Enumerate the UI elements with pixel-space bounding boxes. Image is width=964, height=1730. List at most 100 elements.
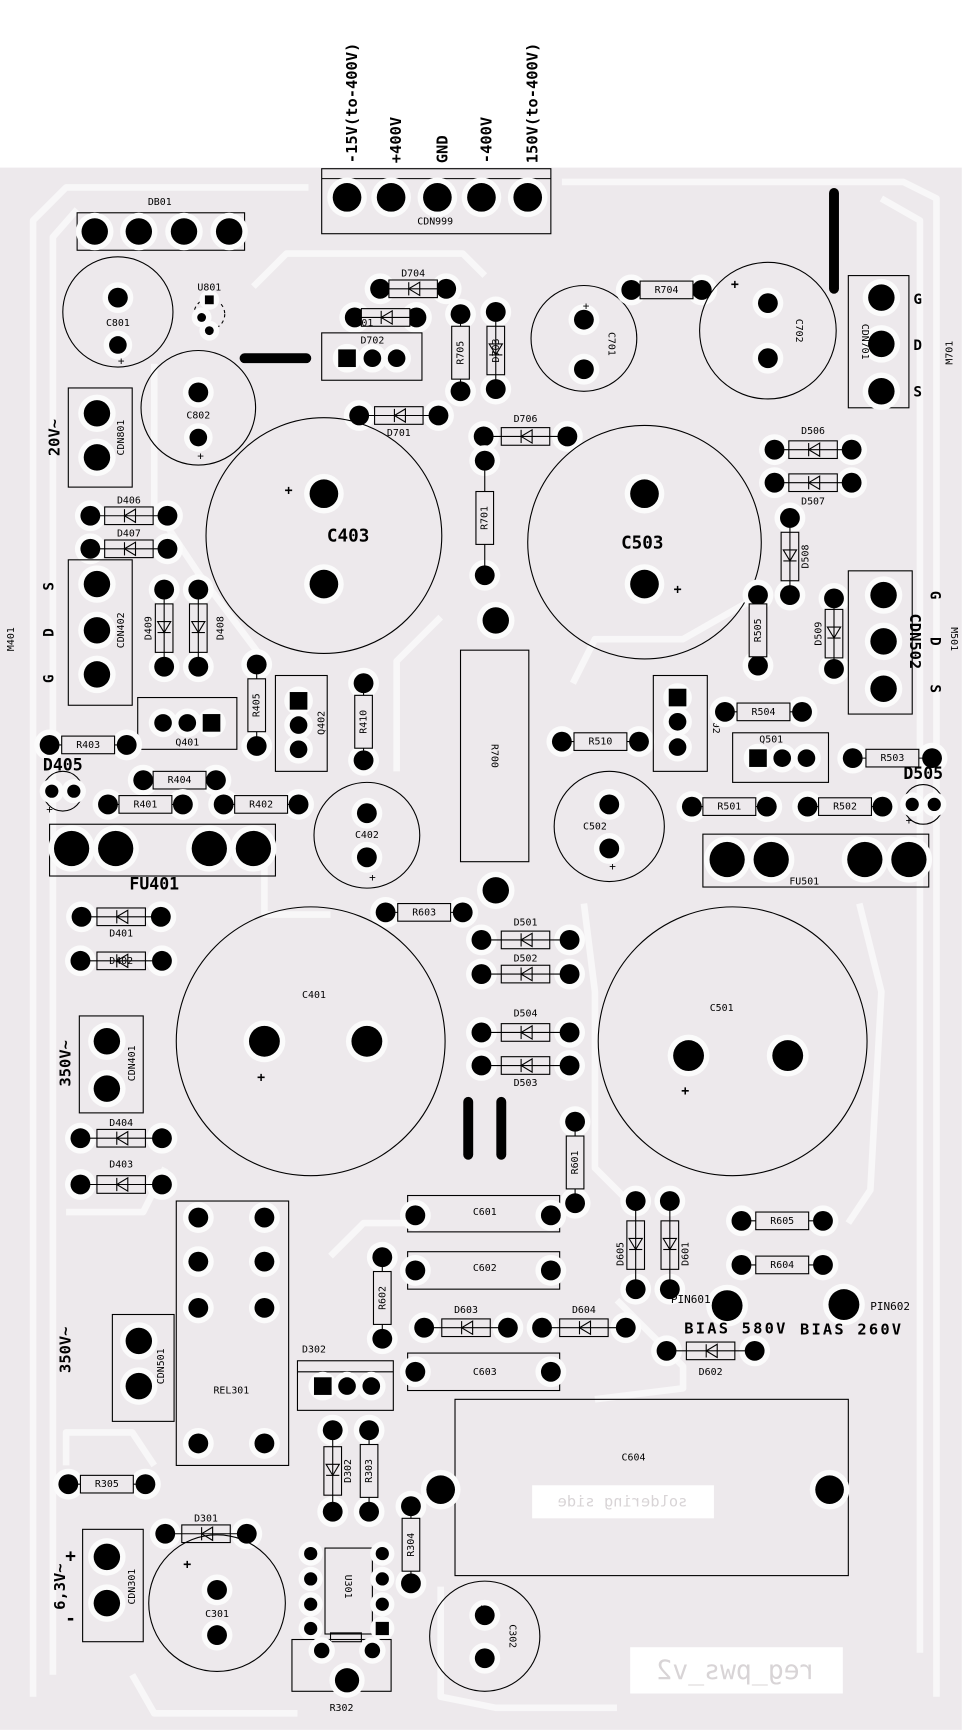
pad [625,1191,646,1211]
diode-d402 [80,951,162,971]
label-d605: D605 [615,1242,626,1266]
pad [815,1475,844,1504]
pad [235,830,272,867]
diode-d401 [81,907,161,927]
silkscreen-label: C401 [302,990,326,1001]
silkscreen-label: C502 [583,821,607,832]
pad [125,218,153,245]
pad [204,326,214,336]
silkscreen-label: C302 [506,1624,517,1648]
pad [467,183,496,212]
pad [154,656,175,677]
square-pad [749,749,767,767]
diode-symbol [115,1176,129,1193]
pad [426,1475,456,1504]
diode-symbol [156,620,172,634]
trace [437,1586,617,1712]
pad [197,313,207,322]
silkscreen-label: M401 [6,627,17,651]
square-pad [375,1621,389,1636]
pad [254,1297,275,1318]
voltage-label: 350V~ [57,1040,75,1086]
silkscreen-label: C701 [605,332,616,356]
connector-pin-label: -400V [477,117,495,163]
pad [188,1433,209,1454]
pad [450,381,471,402]
pad [338,1377,356,1395]
pad [207,1625,227,1646]
silkscreen-label: R700 [489,744,500,768]
pad [304,1546,318,1561]
pad [344,307,365,328]
diode-d302v [323,1430,343,1512]
silkscreen-label: REL301 [213,1386,249,1397]
trace [49,207,80,1675]
pad [53,830,90,867]
pad [599,794,620,815]
label-d501: D501 [514,917,538,928]
resistor-r604: R604 [770,1260,794,1271]
pad [246,736,267,756]
silkscreen-mirror-box [532,1485,714,1519]
pad [599,838,620,859]
pad [322,1501,343,1522]
silkscreen-label: D [42,628,58,637]
diode-d601 [660,1201,680,1290]
pad [93,1543,121,1571]
pad [540,1361,561,1382]
silkscreen-label: C603 [473,1367,497,1378]
pad [375,1572,389,1586]
trace [561,178,940,1697]
diode-symbol [578,1320,592,1336]
resistor-r700 [459,649,530,863]
pad [847,841,883,878]
resistor-body [118,795,173,814]
pad [711,1290,743,1322]
label-d509: D509 [814,622,825,646]
resistor-r605: R605 [770,1216,794,1227]
diode-symbol [520,1057,533,1074]
pad [375,1597,389,1611]
pad [362,1377,381,1395]
silkscreen-label: R302 [330,1703,354,1714]
diode-d503 [481,1056,570,1075]
diode-symbol [123,541,137,557]
label-d603: D603 [454,1305,478,1316]
diode-d605 [626,1201,646,1290]
diode-d604 [542,1318,626,1338]
silkscreen-label: + [674,583,682,598]
ic-u301 [324,1547,373,1635]
diode-symbol [200,1526,214,1542]
pad [332,183,362,212]
pad [372,1247,393,1268]
pad [927,797,941,812]
silkscreen-label: D702 [360,336,384,347]
pad [351,1025,383,1057]
pad [313,1642,330,1659]
connector-cdn301 [82,1528,144,1643]
pad [868,378,895,405]
silkscreen-label: C301 [205,1609,229,1620]
label-d604: D604 [572,1305,596,1316]
pad [289,716,308,734]
diode-d509 [824,598,844,669]
pad [423,183,452,212]
connector-cdn801 [67,387,133,488]
pad [870,675,897,702]
pad [824,658,844,679]
diode-symbol [520,428,533,445]
silkscreen-label: Q501 [759,734,783,745]
resistor-body [755,1255,810,1275]
silkscreen-label: C702 [793,319,804,343]
pad [83,400,111,427]
capacitor-outline [597,906,868,1177]
diode-d508 [780,517,800,596]
capacitor-outline [429,1580,541,1692]
pad [659,1191,680,1211]
label-d302v: D302 [343,1459,354,1483]
pad [356,847,377,868]
pad [709,841,745,878]
pad [630,479,659,509]
capacitor-outline [62,256,174,368]
pad [125,1372,153,1400]
